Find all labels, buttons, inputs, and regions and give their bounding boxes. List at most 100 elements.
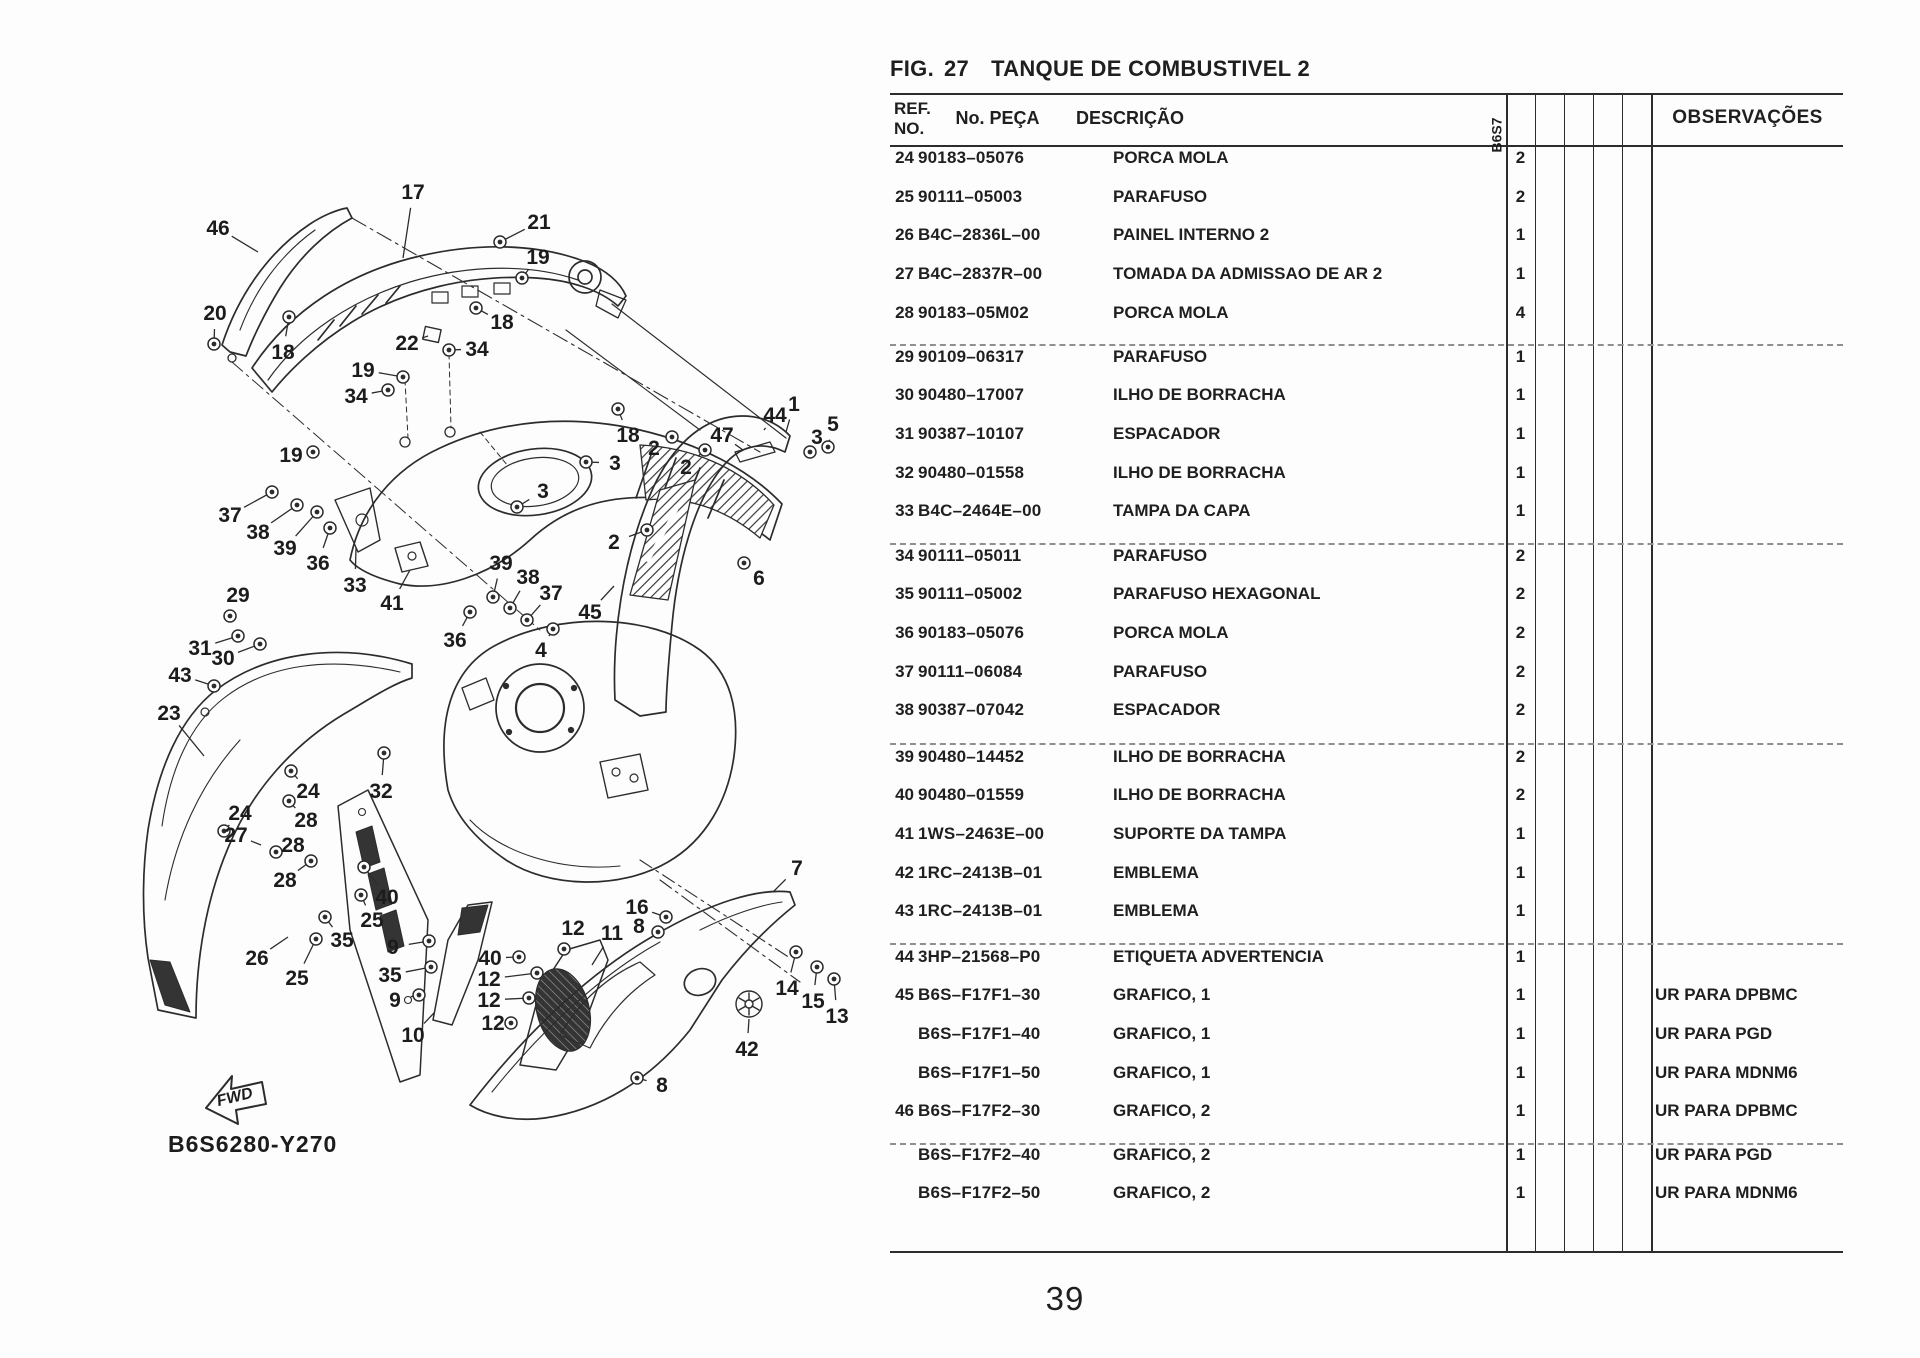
cell-ref: 42 [895, 862, 914, 882]
leader-line [250, 840, 262, 846]
cell-qty: 2 [1515, 584, 1526, 604]
cell-part: B6S–F17F2–40 [918, 1144, 1041, 1164]
callout-label: 25 [285, 967, 309, 990]
table-row: 40 90480–01559 ILHO DE BORRACHA 2 [890, 776, 1843, 815]
callout-label: 11 [601, 922, 624, 945]
table-row: 32 90480–01558 ILHO DE BORRACHA 1 [890, 454, 1843, 493]
leader-line [772, 878, 787, 893]
cell-ref: 40 [895, 785, 914, 805]
callout-label: 28 [294, 809, 318, 832]
cell-ref: 30 [895, 385, 914, 405]
cell-obs: UR PARA DPBMC [1655, 985, 1798, 1005]
fastener-glyph [698, 443, 712, 457]
leader-line [231, 235, 259, 253]
cell-qty: 1 [1515, 1101, 1526, 1121]
fastener-glyph [803, 445, 817, 459]
cell-desc: EMBLEMA [1113, 862, 1199, 882]
fastener-glyph [503, 601, 517, 615]
parts-table: REF. NO. No. PEÇA DESCRIÇÃO B6S7 OBSERVA… [890, 93, 1843, 1253]
leader-line [399, 569, 411, 590]
fastener-glyph [207, 679, 221, 693]
callout-label: 39 [489, 552, 512, 575]
callout-label: 18 [616, 424, 640, 447]
fastener-glyph [231, 629, 245, 643]
callout-label: 37 [218, 504, 241, 527]
cell-qty: 2 [1515, 700, 1526, 720]
table-header-separator [890, 145, 1843, 147]
cell-desc: ILHO DE BORRACHA [1113, 385, 1286, 405]
callout-label: 35 [330, 929, 354, 952]
cell-part: B4C–2837R–00 [918, 264, 1043, 284]
cell-part: 90183–05M02 [918, 302, 1029, 322]
callout-label: 32 [369, 780, 392, 803]
cell-ref: 44 [895, 946, 914, 966]
fastener-glyph [282, 310, 296, 324]
fastener-glyph [665, 430, 679, 444]
table-row: 39 90480–14452 ILHO DE BORRACHA 2 [890, 738, 1843, 777]
cell-part: 90111–05003 [918, 186, 1023, 206]
callout-label: 2 [648, 437, 660, 460]
fastener-glyph [253, 637, 267, 651]
callout-label: 12 [477, 989, 500, 1012]
cell-qty: 2 [1515, 746, 1526, 766]
table-row: 25 90111–05003 PARAFUSO 2 [890, 178, 1843, 217]
table-row: 28 90183–05M02 PORCA MOLA 4 [890, 294, 1843, 333]
cell-obs: UR PARA MDNM6 [1655, 1183, 1798, 1203]
cell-ref: 24 [895, 148, 914, 167]
cell-desc: PARAFUSO HEXAGONAL [1113, 584, 1321, 604]
cell-qty: 1 [1515, 1144, 1526, 1164]
callout-label: 46 [206, 217, 229, 240]
callout-label: 23 [157, 702, 180, 725]
table-row: 44 3HP–21568–P0 ETIQUETA ADVERTENCIA 1 [890, 938, 1843, 977]
column-line [1622, 93, 1623, 1253]
exploded-view-art [142, 207, 801, 1125]
cell-part: B4C–2464E–00 [918, 501, 1042, 521]
leader-line [354, 547, 357, 570]
fastener-glyph [309, 932, 323, 946]
cell-qty: 1 [1515, 901, 1526, 921]
page-number: 39 [1045, 1280, 1085, 1317]
callout-label: 9 [387, 936, 399, 959]
fastener-glyph [530, 966, 544, 980]
table-border-top [890, 93, 1843, 95]
fastener-glyph [520, 613, 534, 627]
table-row: 27 B4C–2837R–00 TOMADA DA ADMISSAO DE AR… [890, 255, 1843, 294]
table-border-bottom [890, 1251, 1843, 1253]
cell-desc: SUPORTE DA TAMPA [1113, 824, 1287, 843]
callout-label: 4 [535, 639, 547, 662]
figure-number: 27 [943, 56, 970, 81]
callout-label: 28 [273, 869, 297, 892]
table-row: 43 1RC–2413B–01 EMBLEMA 1 [890, 892, 1843, 931]
callout-label: 12 [477, 968, 500, 991]
cell-part: 90111–05002 [918, 584, 1023, 604]
cell-desc: ESPACADOR [1113, 700, 1221, 720]
fastener-glyph [512, 950, 526, 964]
column-line-model [1506, 93, 1508, 1253]
cell-part: 90480–17007 [918, 385, 1025, 405]
callout-label: 41 [380, 592, 404, 615]
cell-desc: ILHO DE BORRACHA [1113, 785, 1286, 805]
callout-label: 38 [516, 566, 540, 589]
cell-obs: UR PARA PGD [1655, 1024, 1773, 1043]
table-row: 34 90111–05011 PARAFUSO 2 [890, 537, 1843, 576]
cell-desc: EMBLEMA [1113, 901, 1199, 921]
cell-desc: PORCA MOLA [1113, 148, 1229, 167]
callout-label: 3 [811, 426, 823, 449]
cell-part: 90109–06317 [918, 346, 1025, 366]
cell-desc: PARAFUSO [1113, 545, 1208, 565]
cell-qty: 2 [1515, 148, 1526, 167]
col-desc-header: DESCRIÇÃO [1075, 108, 1184, 128]
group-separator [890, 1143, 1843, 1145]
cell-part: 90183–05076 [918, 623, 1025, 642]
fastener-glyph [377, 746, 391, 760]
fastener-glyph [354, 888, 368, 902]
callout-label: 24 [296, 780, 320, 803]
callout-label: 31 [188, 637, 212, 660]
group-separator [890, 743, 1843, 745]
table-row: 41 1WS–2463E–00 SUPORTE DA TAMPA 1 [890, 815, 1843, 854]
callout-label: 17 [401, 181, 424, 204]
leader-line [747, 1018, 750, 1034]
callout-label: 38 [246, 521, 270, 544]
